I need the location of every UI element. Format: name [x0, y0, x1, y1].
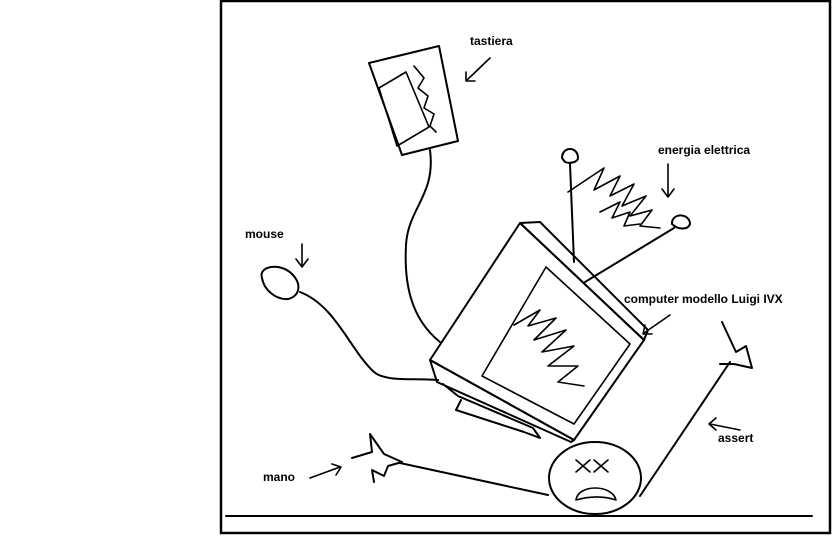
label-mano: mano [263, 470, 295, 484]
label-mouse: mouse [245, 227, 284, 241]
label-computer: computer modello Luigi IVX [624, 292, 783, 306]
label-energia-elettrica: energia elettrica [658, 143, 750, 157]
mouse-drawing [260, 265, 439, 381]
arrows [295, 57, 741, 479]
electric-energy-drawing [561, 148, 691, 283]
character-drawing [351, 321, 753, 515]
label-tastiera: tastiera [470, 34, 513, 48]
panel-frame [219, 0, 832, 535]
label-assert: assert [718, 431, 753, 445]
keyboard-drawing [368, 45, 459, 343]
